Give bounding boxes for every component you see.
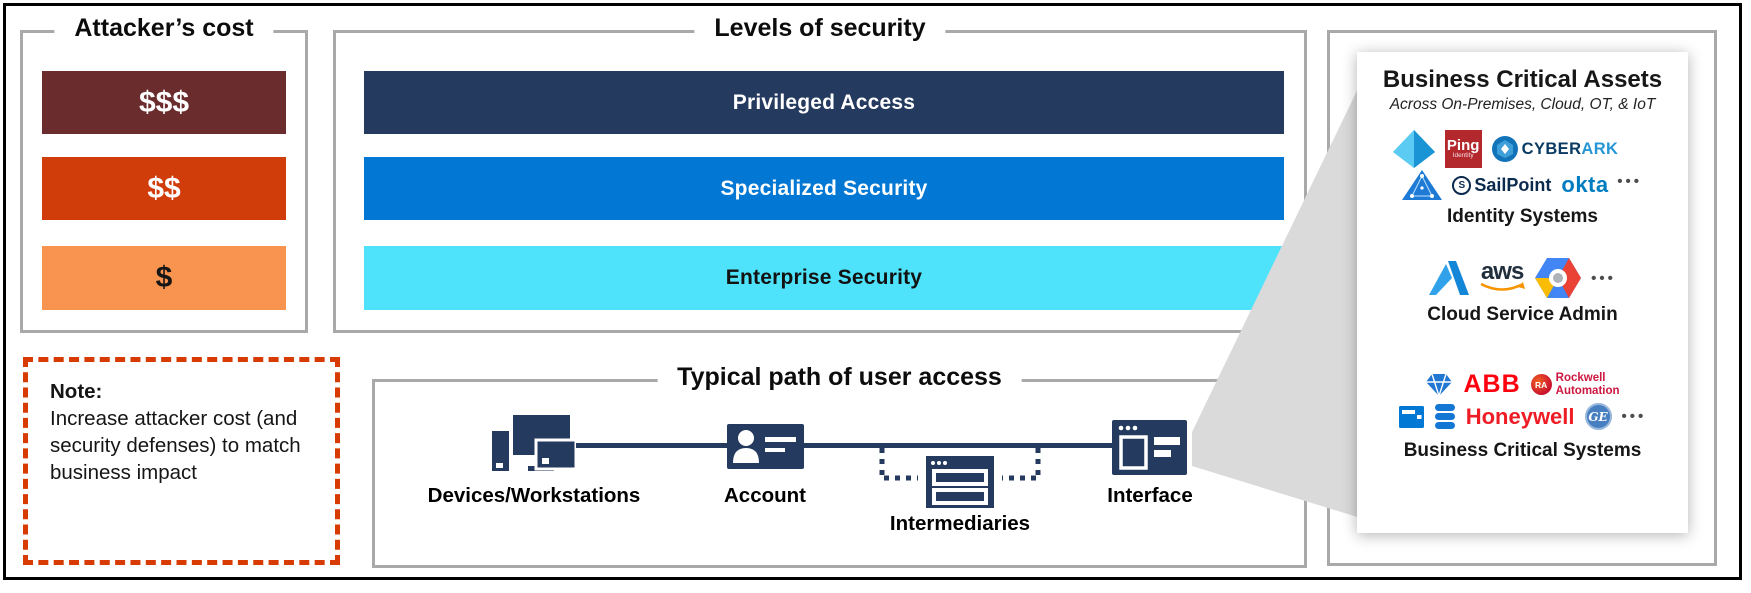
levels-of-security-box: Levels of security [333, 14, 1307, 333]
identity-logos-row-2: S SailPoint okta [1357, 170, 1688, 200]
cyberark-icon [1491, 136, 1518, 162]
app-window-icon [1398, 405, 1424, 428]
typical-path-title: Typical path of user access [657, 363, 1022, 392]
level-bar-privileged-access: Privileged Access [364, 71, 1284, 134]
attacker-cost-bar-low: $ [42, 246, 286, 310]
rockwell-badge: RA [1530, 374, 1552, 395]
devices-workstations-icon [492, 415, 576, 471]
rockwell-automation-logo: RA Rockwell Automation [1530, 372, 1620, 397]
attackers-cost-title: Attacker’s cost [54, 14, 274, 43]
database-icon [1434, 403, 1455, 429]
interface-label: Interface [1107, 484, 1193, 507]
aws-logo: aws [1479, 259, 1526, 294]
azure-ad-icon [1392, 130, 1435, 168]
aws-smile-icon [1480, 282, 1526, 291]
identity-systems-label: Identity Systems [1447, 206, 1598, 227]
sailpoint-logo: S SailPoint [1452, 175, 1551, 196]
account-label: Account [724, 484, 806, 507]
okta-logo: okta [1561, 172, 1609, 197]
note-body: Increase attacker cost (and security def… [50, 407, 301, 485]
identity-more-dots: ••• [1617, 173, 1642, 190]
note-heading: Note: [50, 380, 103, 403]
bcs-logos-row-2: Honeywell GE ••• [1357, 403, 1688, 430]
level-bar-enterprise-security: Enterprise Security [364, 246, 1284, 310]
ge-logo: GE [1584, 403, 1612, 430]
attacker-cost-bar-high: $$$ [42, 71, 286, 134]
gem-icon [1426, 373, 1453, 397]
devices-workstations-label: Devices/Workstations [427, 484, 641, 507]
bca-title: Business Critical Assets [1382, 66, 1663, 93]
directory-pyramid-icon [1402, 170, 1443, 200]
attackers-cost-box: Attacker’s cost [20, 14, 308, 333]
google-cloud-icon [1535, 258, 1582, 298]
bcs-logos-row-1: ABB RA Rockwell Automation [1357, 370, 1688, 399]
cloud-more-dots: ••• [1591, 269, 1616, 287]
intermediaries-label: Intermediaries [889, 512, 1031, 535]
account-id-card-icon [727, 424, 804, 469]
intermediaries-server-icon [879, 448, 1041, 508]
bca-subtitle: Across On-Premises, Cloud, OT, & IoT [1389, 96, 1656, 113]
cyberark-logo: CYBERARK [1491, 136, 1619, 162]
cloud-service-admin-label: Cloud Service Admin [1427, 304, 1618, 325]
path-connector-line [574, 443, 1114, 448]
business-critical-systems-label: Business Critical Systems [1403, 440, 1642, 461]
honeywell-logo: Honeywell [1465, 403, 1575, 429]
interface-window-icon [1112, 420, 1187, 475]
level-bar-specialized-security: Specialized Security [364, 157, 1284, 220]
funnel-shape [1192, 70, 1367, 520]
attacker-cost-bar-mid: $$ [42, 157, 286, 220]
levels-of-security-title: Levels of security [694, 14, 946, 43]
abb-logo: ABB [1463, 370, 1521, 398]
bcs-more-dots: ••• [1621, 408, 1647, 425]
outer-frame [3, 3, 1742, 580]
note-box: Note: Increase attacker cost (and securi… [23, 357, 340, 565]
ping-identity-logo: Ping Identity [1444, 130, 1482, 168]
azure-icon [1429, 261, 1470, 295]
cloud-logos-row: aws ••• [1357, 258, 1688, 298]
identity-logos-row-1: Ping Identity CYBERARK [1357, 130, 1688, 168]
business-critical-assets-panel: Business Critical Assets Across On-Premi… [1357, 52, 1688, 533]
